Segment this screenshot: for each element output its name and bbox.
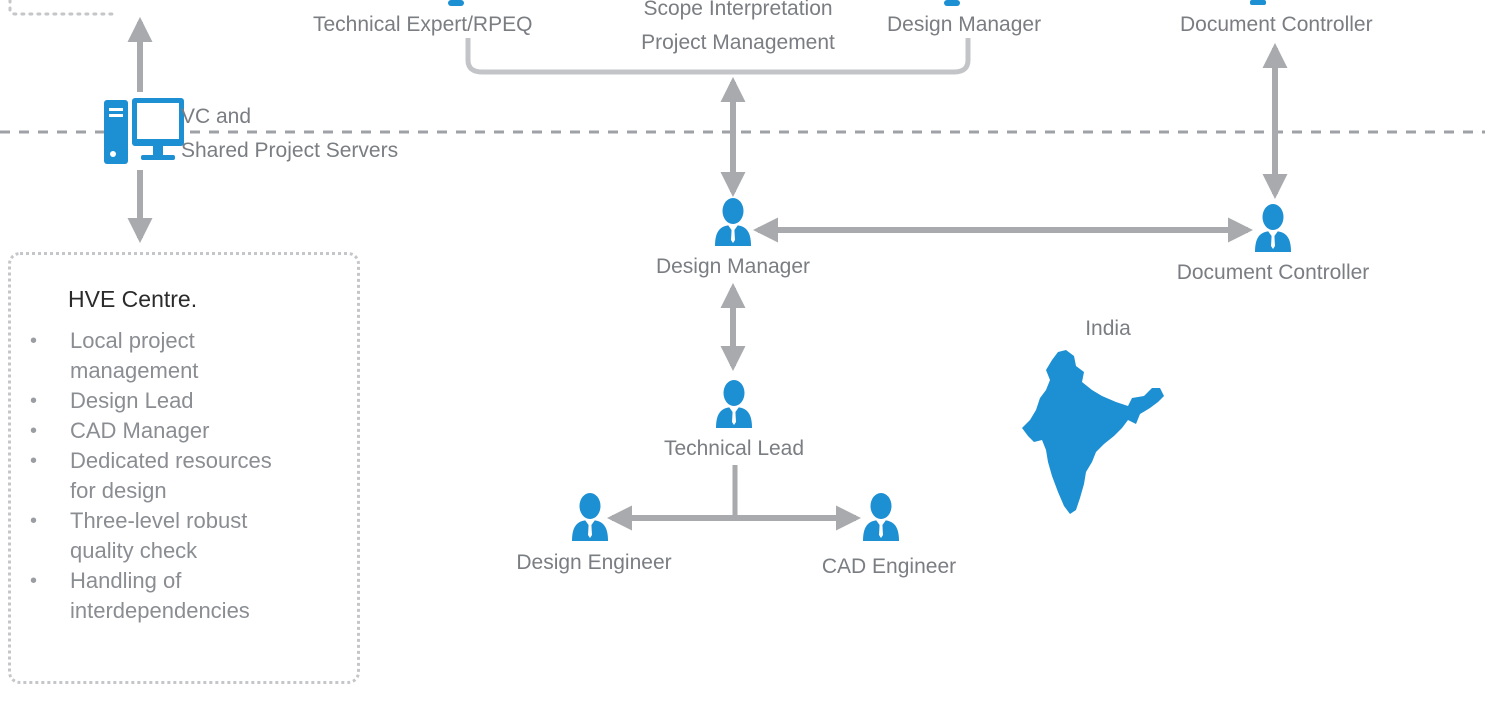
list-item-text: Dedicated resources: [70, 448, 272, 473]
bullet-icon: •: [30, 510, 38, 532]
list-item-text: Three-level robust: [70, 508, 248, 533]
list-item-text-continued: interdependencies: [70, 598, 250, 623]
person-icon-technical-lead: [716, 380, 752, 428]
label-technical-lead: Technical Lead: [663, 437, 805, 460]
label-scope-interpretation: Scope Interpretation: [643, 0, 833, 20]
label-document-controller-top: Document Controller: [1180, 13, 1373, 36]
bullet-icon: •: [30, 420, 38, 442]
top-box-fragment: [8, 0, 114, 16]
person-icon-design-manager: [715, 198, 751, 246]
label-india: India: [1085, 317, 1131, 340]
bullet-icon: •: [30, 570, 38, 592]
person-icon-top-2-partial: [944, 0, 960, 6]
list-item: • Dedicated resources for design: [28, 446, 348, 506]
top-group-bracket: [465, 38, 971, 75]
computer-icon: [104, 98, 184, 164]
person-icon-top-3-partial: [1250, 0, 1266, 5]
list-item-text-continued: quality check: [70, 538, 198, 563]
bullet-icon: •: [30, 450, 38, 472]
person-icon-top-1-partial: [448, 0, 464, 6]
label-cad-engineer: CAD Engineer: [821, 555, 957, 578]
bullet-icon: •: [30, 330, 38, 352]
list-item-text-continued: for design: [70, 478, 167, 503]
person-icon-cad-engineer: [863, 493, 899, 541]
label-servers-line2: Shared Project Servers: [181, 139, 399, 162]
list-item-text: Design Lead: [70, 388, 194, 413]
label-document-controller: Document Controller: [1176, 261, 1370, 284]
list-item: • Three-level robust quality check: [28, 506, 348, 566]
label-technical-expert: Technical Expert/RPEQ: [313, 13, 533, 36]
hve-centre-title: HVE Centre.: [68, 286, 198, 312]
bullet-icon: •: [30, 390, 38, 412]
list-item-text-continued: management: [70, 358, 199, 383]
india-map-icon: [1022, 350, 1164, 514]
person-icon-document-controller: [1255, 204, 1291, 252]
list-item-text: Local project: [70, 328, 195, 353]
label-servers-line1: VC and: [181, 105, 252, 128]
list-item-text: CAD Manager: [70, 418, 210, 443]
list-item-text: Handling of: [70, 568, 182, 593]
list-item: • Handling of interdependencies: [28, 566, 348, 626]
label-design-manager: Design Manager: [655, 255, 811, 278]
list-item: • Local project management: [28, 326, 348, 386]
list-item: • Design Lead: [28, 386, 348, 416]
list-item: • CAD Manager: [28, 416, 348, 446]
label-design-manager-top: Design Manager: [887, 13, 1042, 36]
hve-capability-list: • Local project management • Design Lead…: [28, 326, 348, 626]
hve-centre-box: [8, 252, 360, 684]
label-project-management: Project Management: [641, 31, 835, 54]
person-icon-design-engineer: [572, 493, 608, 541]
label-design-engineer: Design Engineer: [516, 551, 672, 574]
